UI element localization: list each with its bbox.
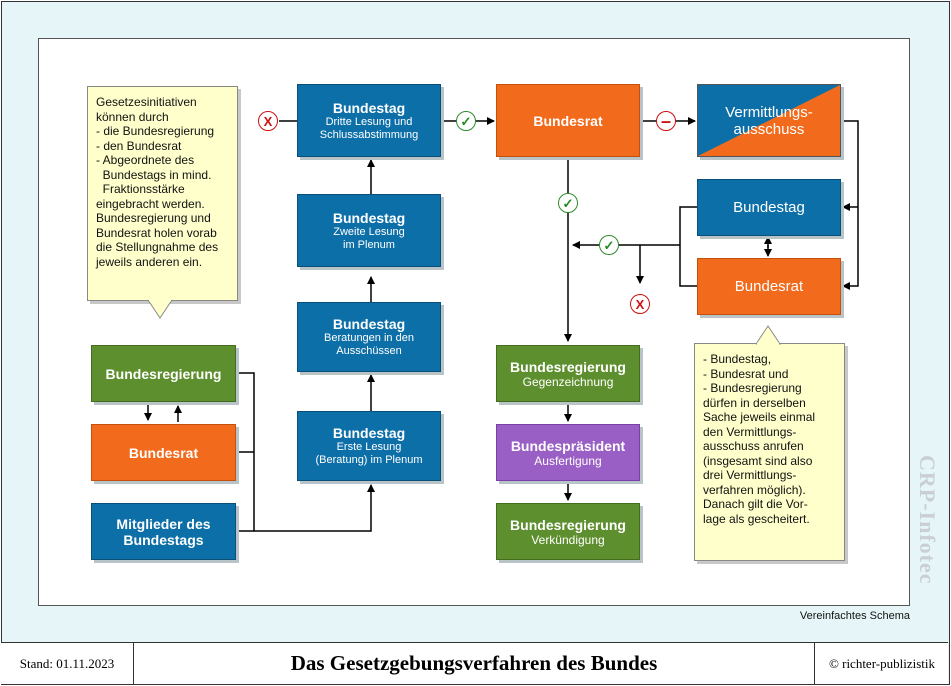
box-title: Bundestag <box>332 316 406 332</box>
footer-copyright: © richter-publizistik <box>814 643 949 684</box>
box-title: Bundestag <box>332 425 406 441</box>
box-title: Bundespräsident <box>510 437 626 454</box>
box-title: Bundestag <box>332 209 406 226</box>
box-title: Bundesrat <box>734 278 804 295</box>
bundesrat-right: Bundesrat <box>697 258 841 315</box>
box-subtitle: Ausfertigung <box>534 453 602 468</box>
bundespraesident: Bundespräsident Ausfertigung <box>496 424 640 481</box>
bundesregierung-countersignature: Bundesregierung Gegenzeichnung <box>496 345 640 402</box>
box-title: Bundesregierung <box>510 516 626 533</box>
check-icon: ✓ <box>456 111 476 131</box>
check-icon: ✓ <box>558 193 578 213</box>
box-subtitle: Erste Lesung (Beratung) im Plenum <box>315 441 423 466</box>
bundestag-right: Bundestag <box>697 179 841 236</box>
connector-right-pair-bracket <box>679 206 697 287</box>
minus-icon: – <box>656 111 676 131</box>
bundestag-second-reading: Bundestag Zweite Lesung im Plenum <box>297 194 441 267</box>
mediation-note: - Bundestag, - Bundesrat und - Bundesreg… <box>694 343 845 561</box>
bundesregierung-left: Bundesregierung <box>91 345 236 402</box>
box-subtitle: Zweite Lesung im Plenum <box>333 225 405 251</box>
box-title: Vermittlungs- ausschuss <box>725 103 813 138</box>
footer-title: Das Gesetzgebungsverfahren des Bundes <box>290 651 658 675</box>
box-title: Bundesregierung <box>510 358 626 375</box>
initiative-note-pointer <box>148 300 173 319</box>
reject-icon: X <box>258 111 278 131</box>
check-icon: ✓ <box>599 235 619 255</box>
mediation-committee: Vermittlungs- ausschuss <box>697 84 841 157</box>
box-title: Mitglieder des Bundestags <box>116 515 211 548</box>
box-title: Bundesrat <box>533 112 603 129</box>
bundesregierung-promulgation: Bundesregierung Verkündigung <box>496 503 640 560</box>
connector-mediation-to-br-right <box>841 120 859 290</box>
bundestag-first-reading: Bundestag Erste Lesung (Beratung) im Ple… <box>297 411 441 481</box>
box-title: Bundestag <box>332 99 406 116</box>
box-title: Bundestag <box>733 199 805 216</box>
bundesrat-left: Bundesrat <box>91 424 236 481</box>
box-subtitle: Verkündigung <box>531 532 605 547</box>
box-subtitle: Beratungen in den Ausschüssen <box>324 332 414 357</box>
box-subtitle: Dritte Lesung und Schlussabstimmung <box>319 115 419 141</box>
box-title: Bundesregierung <box>105 365 222 382</box>
diagram-caption: Vereinfachtes Schema <box>799 610 910 622</box>
mediation-note-pointer <box>756 325 781 345</box>
bundesrat-main: Bundesrat <box>496 84 640 157</box>
footer-date: Stand: 01.11.2023 <box>1 643 134 684</box>
bundestag-committees: Bundestag Beratungen in den Ausschüssen <box>297 302 441 372</box>
box-subtitle: Gegenzeichnung <box>522 374 614 389</box>
box-title: Bundesrat <box>128 444 199 461</box>
footer: Stand: 01.11.2023 Das Gesetzgebungsverfa… <box>1 642 948 684</box>
bundestag-third-reading: Bundestag Dritte Lesung und Schlussabsti… <box>297 84 441 157</box>
initiative-note: Gesetzesinitiativen können durch - die B… <box>87 86 238 301</box>
reject-icon: X <box>630 294 650 314</box>
watermark: CRP-Infotec <box>915 455 940 585</box>
mitglieder-bundestag: Mitglieder des Bundestags <box>91 503 236 560</box>
